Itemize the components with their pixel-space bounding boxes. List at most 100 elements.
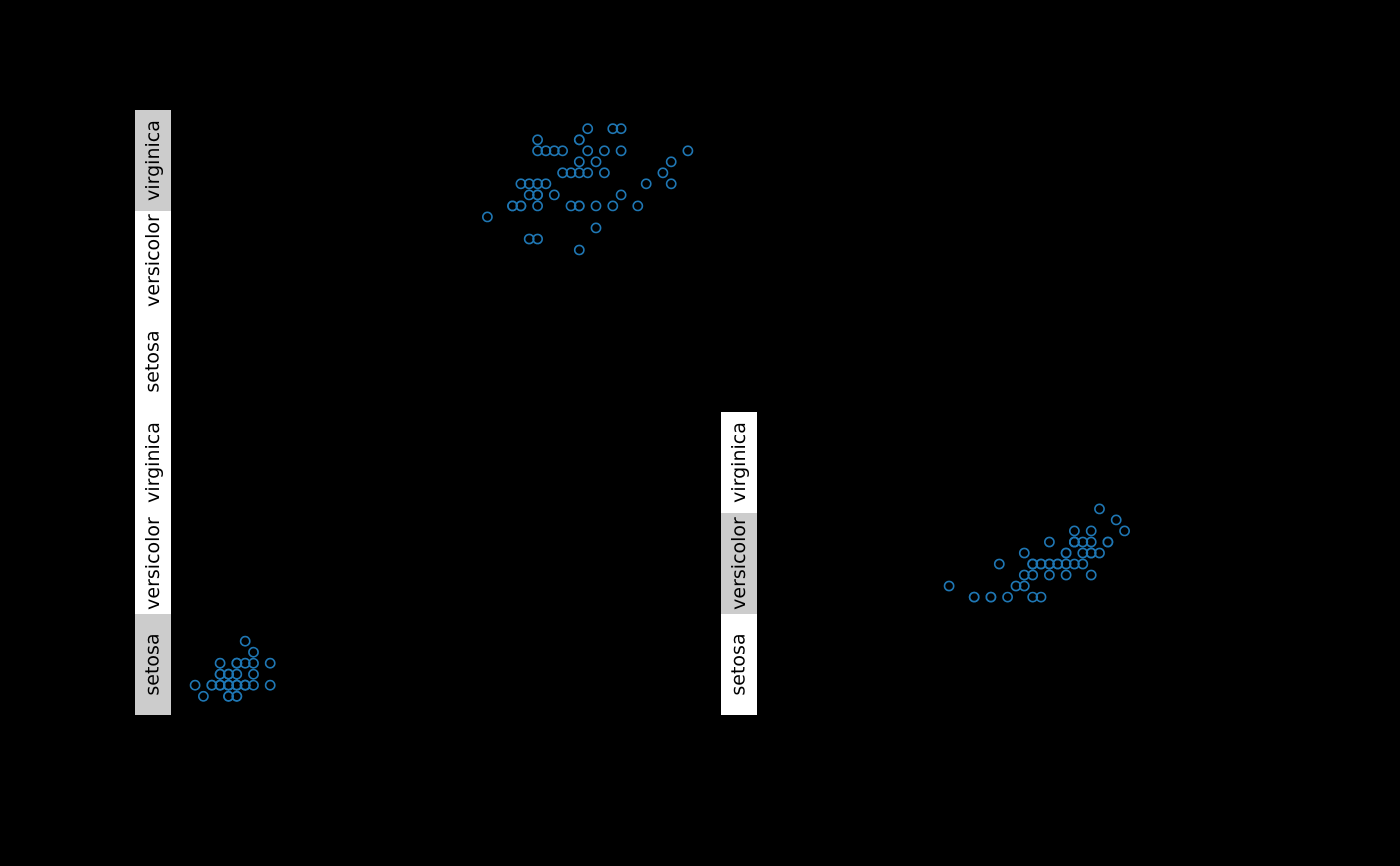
data-point [532,200,543,212]
data-point [1010,580,1022,592]
data-point [1044,569,1055,581]
data-point [532,134,543,146]
data-point [223,690,234,702]
data-point [1035,558,1047,570]
panel-strip-virginica: virginica versicolor setosa [135,110,171,412]
strip-label-virginica: virginica [727,422,750,503]
strip-label-virginica: virginica [141,119,164,201]
strip-segment-virginica: virginica [135,110,171,211]
strip-label-virginica: virginica [141,422,164,503]
data-point [189,679,201,691]
data-point [1077,547,1089,559]
data-point [573,167,585,179]
data-point [532,178,543,190]
data-point [1077,558,1089,570]
data-point [1018,547,1030,559]
data-point [590,156,602,168]
data-point [607,123,619,135]
data-point [1102,536,1114,548]
strip-segment-versicolor: versicolor [135,211,171,312]
strip-segment-setosa: setosa [135,311,171,412]
data-point [557,145,568,157]
strip-label-versicolor: versicolor [141,214,164,308]
data-point [599,167,610,179]
data-point [1085,569,1097,581]
data-point [1044,536,1055,548]
data-point [523,178,535,190]
data-point [540,145,552,157]
data-point [231,679,243,691]
data-point [590,222,602,234]
data-point [532,189,543,201]
data-point [248,679,259,691]
data-point [239,635,251,647]
data-point [1018,580,1030,592]
data-point [548,189,560,201]
strip-segment-virginica: virginica [135,412,171,513]
data-point [1119,525,1130,537]
data-point [507,200,518,212]
data-point [248,668,259,680]
data-point [573,156,585,168]
panel-strip-versicolor: virginica versicolor setosa [721,412,757,715]
strip-segment-versicolor: versicolor [135,513,171,614]
panel-strip-setosa: virginica versicolor setosa [135,412,171,715]
data-point [264,657,276,669]
strip-segment-virginica: virginica [721,412,757,513]
data-point [548,145,560,157]
data-point [231,690,243,702]
data-point [532,145,543,157]
data-point [615,145,627,157]
data-point [1018,569,1030,581]
data-point [1085,536,1097,548]
data-point [615,123,627,135]
data-point [968,591,980,603]
strip-segment-setosa: setosa [135,613,171,715]
strip-label-versicolor: versicolor [141,517,164,610]
data-point [264,679,276,691]
data-point [1027,569,1039,581]
data-point [599,145,610,157]
data-point [1094,503,1105,515]
data-point [239,679,251,691]
data-point [515,178,527,190]
data-point [1110,514,1122,526]
strip-label-versicolor: versicolor [727,517,750,610]
data-point [197,690,209,702]
data-point [582,145,594,157]
data-point [1035,591,1047,603]
data-point [1085,547,1097,559]
data-point [231,657,243,669]
data-point [1052,558,1064,570]
data-point [590,200,602,212]
data-point [1094,547,1105,559]
data-point [573,244,585,256]
strip-segment-versicolor: versicolor [721,512,757,614]
data-point [985,591,997,603]
data-point [993,558,1005,570]
data-point [532,233,543,245]
data-point [223,679,234,691]
data-point [615,189,627,201]
data-point [1060,569,1072,581]
data-point [640,178,652,190]
data-point [214,657,226,669]
strip-label-setosa: setosa [727,633,750,696]
strip-label-setosa: setosa [141,633,164,696]
strip-segment-setosa: setosa [721,614,757,715]
data-point [223,668,234,680]
strip-label-setosa: setosa [141,330,164,393]
data-point [565,200,577,212]
data-point [248,657,259,669]
data-point [231,668,243,680]
data-point [540,178,552,190]
data-point [206,679,218,691]
data-point [665,156,677,168]
data-point [1085,525,1097,537]
data-point [248,646,259,658]
data-point [632,200,644,212]
data-point [943,580,955,592]
data-point [607,200,619,212]
